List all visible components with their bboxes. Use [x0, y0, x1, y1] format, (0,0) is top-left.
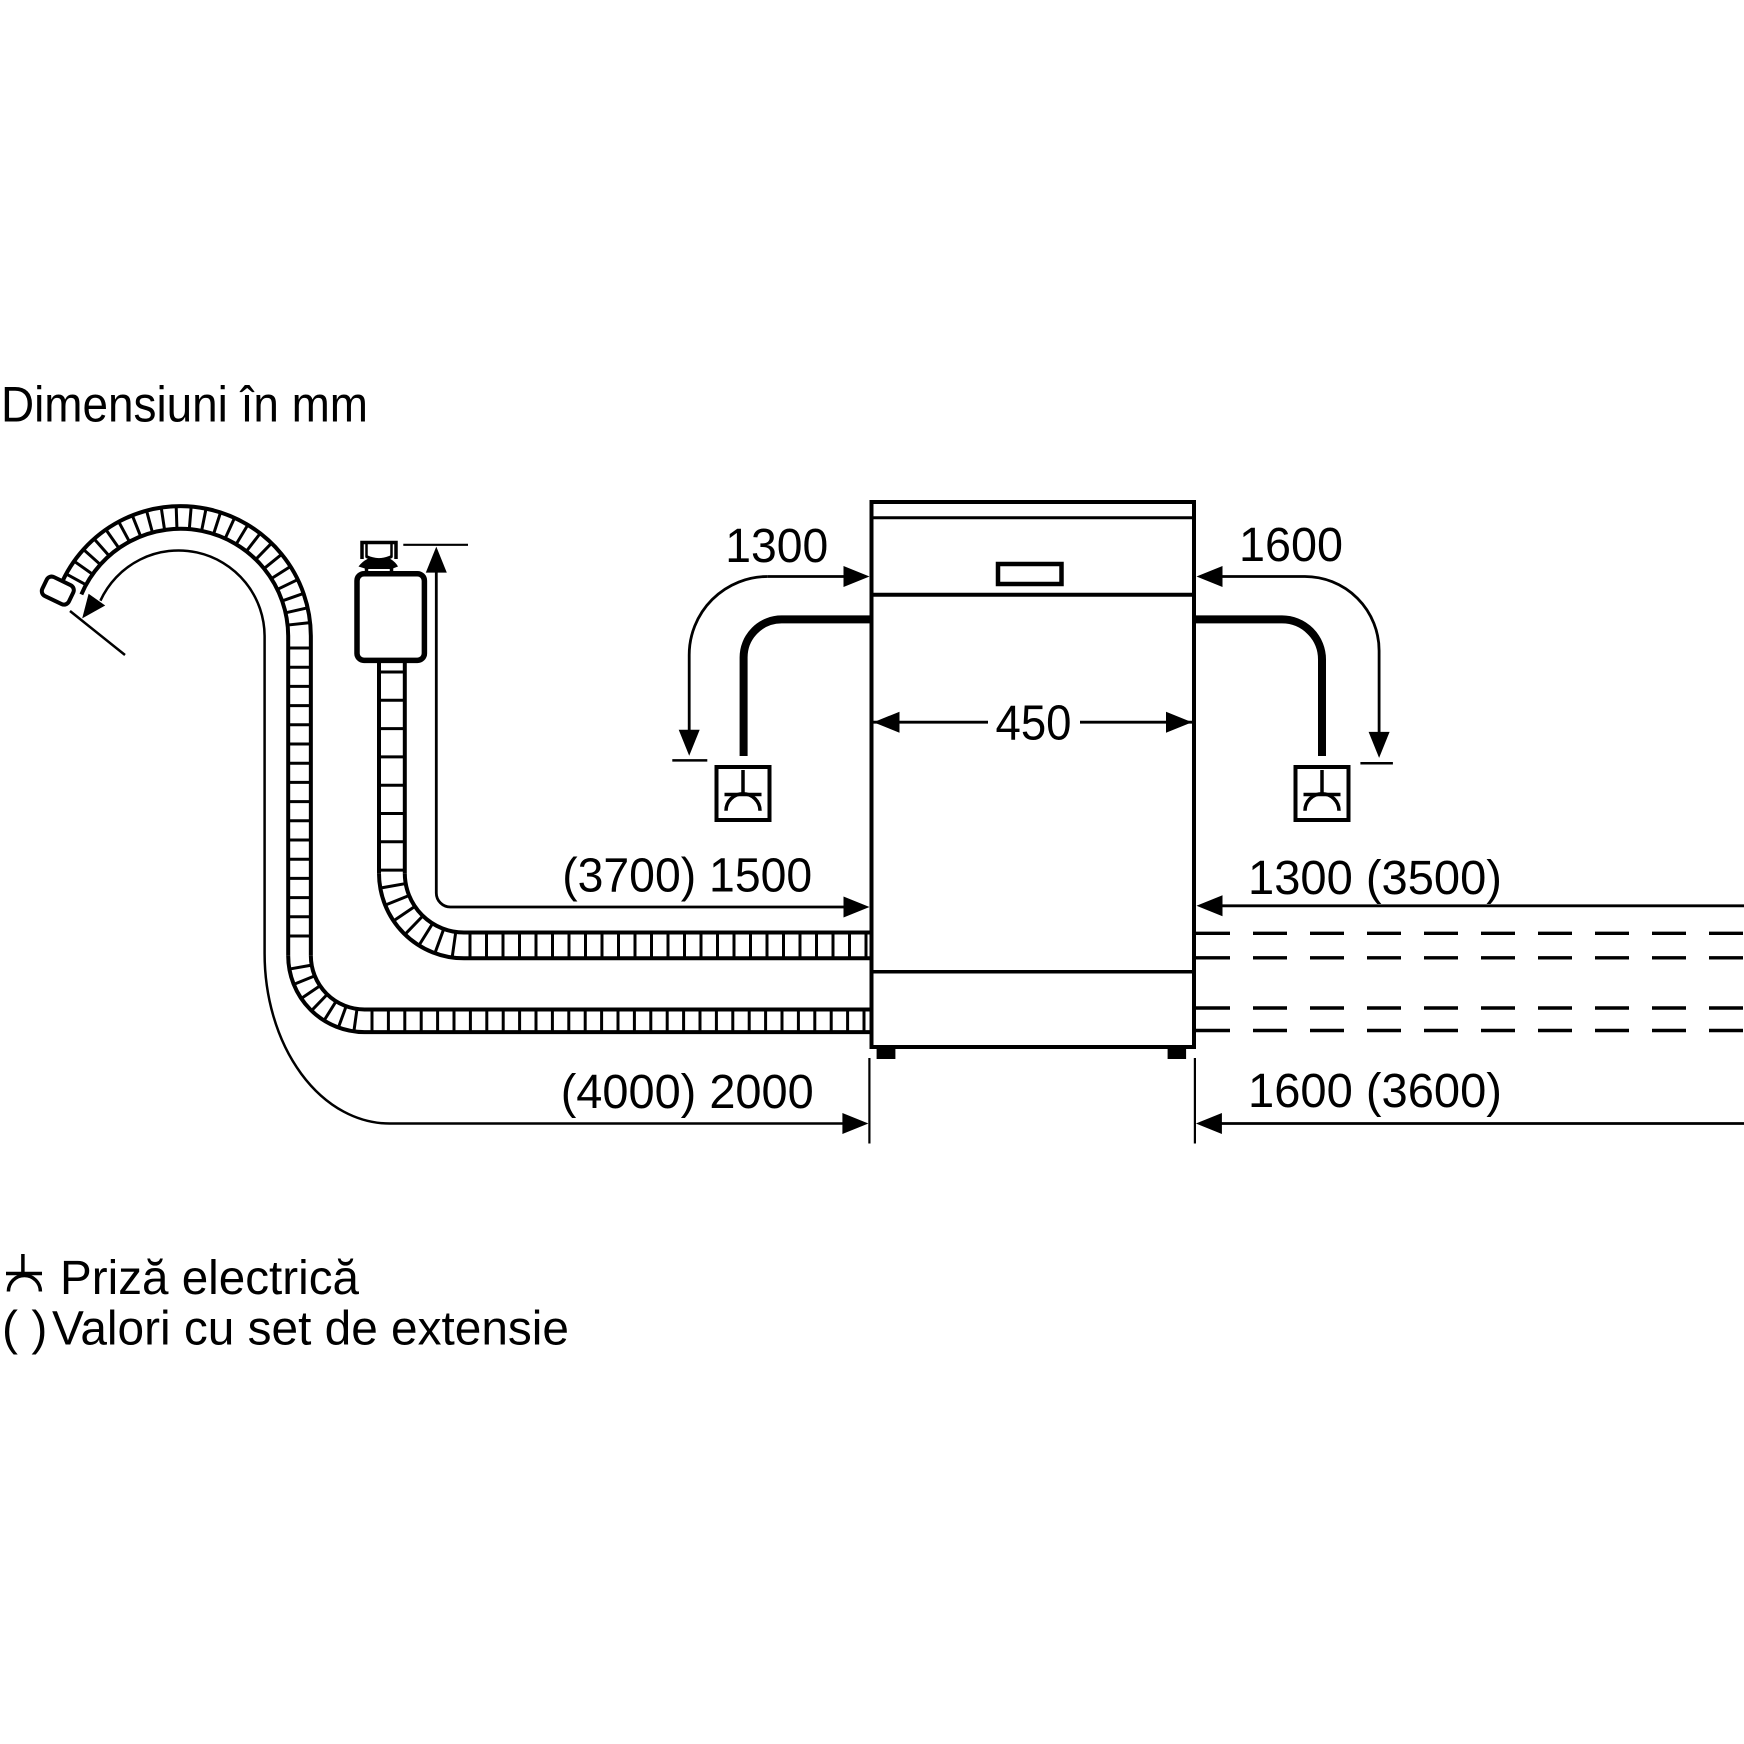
svg-text:1600 (3600): 1600 (3600) — [1248, 1065, 1502, 1118]
svg-text:( ): ( ) — [2, 1303, 47, 1356]
svg-text:Valori cu set de extensie: Valori cu set de extensie — [52, 1303, 569, 1356]
svg-text:1300 (3500): 1300 (3500) — [1248, 852, 1502, 905]
svg-text:Priză electrică: Priză electrică — [60, 1252, 359, 1305]
svg-text:(4000) 2000: (4000) 2000 — [561, 1066, 814, 1119]
svg-text:1600: 1600 — [1239, 519, 1343, 572]
svg-text:(3700) 1500: (3700) 1500 — [562, 850, 812, 903]
svg-text:Dimensiuni în mm: Dimensiuni în mm — [1, 377, 368, 433]
svg-text:1300: 1300 — [725, 520, 828, 573]
svg-text:450: 450 — [996, 697, 1072, 751]
